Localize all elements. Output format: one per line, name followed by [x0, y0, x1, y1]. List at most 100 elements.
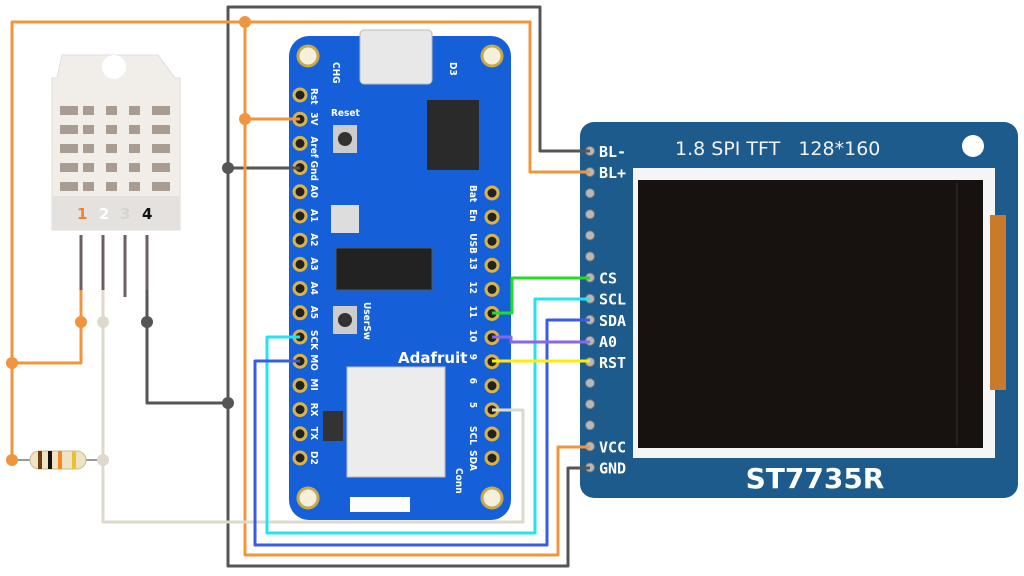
vent-slot: [129, 144, 140, 153]
pin-label: D2: [308, 451, 319, 465]
pin-label: 13: [467, 257, 478, 270]
pin-a2: [292, 232, 308, 248]
junction-dot: [6, 357, 18, 369]
tft-model: ST7735R: [746, 462, 885, 495]
wire-power-main: [10, 20, 590, 460]
vent-slot: [60, 182, 78, 191]
pin-label: A4: [308, 282, 319, 295]
tft-flex-cable: [990, 215, 1006, 390]
tft-pin-label: A0: [599, 333, 617, 351]
tft-pin: [585, 399, 595, 410]
mount-hole: [480, 486, 504, 510]
tft-screen: [638, 180, 983, 448]
vent-slot: [106, 182, 117, 191]
pin-scl: [484, 426, 500, 442]
label-chg: CHG: [330, 62, 341, 84]
pin-label: Rst: [308, 88, 319, 105]
sensor-pin-number-3: 3: [120, 205, 130, 223]
label-d3: D3: [447, 62, 458, 76]
tft-pin: [585, 420, 595, 431]
mount-hole: [480, 44, 504, 68]
antenna-connector: [350, 497, 410, 512]
pin-a4: [292, 281, 308, 297]
pin-label: 10: [467, 330, 478, 343]
pin-label: MO: [308, 354, 319, 371]
wire-scl: [265, 297, 590, 535]
pin-d2: [292, 450, 308, 466]
vent-slot: [83, 163, 94, 172]
sensor-label-strip: [52, 196, 180, 230]
pin-rx: [292, 402, 308, 418]
wire-data-sensor: [101, 290, 525, 524]
junction-dot: [141, 316, 153, 328]
battery-connector: [427, 100, 479, 170]
label-adafruit: Adafruit: [398, 349, 467, 367]
feather-board: CHG D3 Reset UserSw Adafruit Conn Rst 3V A…: [289, 29, 511, 520]
pin-label: MI: [308, 378, 319, 390]
vent-slot: [83, 182, 94, 191]
dht-sensor: 1 2 3 4: [51, 54, 181, 297]
vent-slot: [60, 125, 78, 134]
ble-module: [346, 366, 446, 478]
pin-a3: [292, 256, 308, 272]
reset-button-cap[interactable]: [338, 132, 352, 146]
label-reset: Reset: [331, 108, 360, 119]
wire-a0: [492, 335, 590, 344]
pin-label: A1: [308, 209, 319, 222]
sensor-pin-number-1: 1: [77, 205, 87, 223]
vent-slot: [106, 106, 117, 115]
tft-pin-label: BL-: [599, 143, 626, 161]
tft-pin: [585, 209, 595, 220]
junction-dot: [97, 454, 109, 466]
pin-label: 6: [467, 378, 478, 384]
pin-label: En: [467, 209, 478, 222]
pin-label: RX: [308, 403, 319, 417]
vent-slot: [152, 182, 170, 191]
junctions: [6, 16, 251, 466]
pin-label: SDA: [467, 450, 478, 471]
mount-hole: [296, 44, 320, 68]
sensor-mount-hole: [102, 55, 126, 79]
pin-aref: [292, 135, 308, 151]
pin-label: 12: [467, 281, 478, 294]
label-usersw: UserSw: [361, 302, 372, 340]
pin-label: A0: [308, 185, 319, 198]
pin-a0: [292, 184, 308, 200]
tft-pin-label: VCC: [599, 438, 626, 456]
pin-label: 3V: [308, 112, 319, 125]
vent-slot: [152, 125, 170, 134]
junction-dot: [222, 397, 234, 409]
pin-label: USB: [467, 233, 478, 254]
pin-label: 9: [467, 354, 478, 360]
pin-label: TX: [308, 427, 319, 440]
vent-slot: [60, 106, 78, 115]
pin-tx: [292, 426, 308, 442]
tft-pin-label: SCL: [599, 291, 626, 309]
wire-ground-main: [226, 5, 590, 568]
pin-label: Bat: [467, 185, 478, 203]
chip: [323, 411, 343, 441]
pin-label: SCK: [308, 330, 319, 351]
tft-pin: [585, 251, 595, 262]
label-conn: Conn: [453, 468, 464, 494]
usb-connector: [359, 29, 433, 85]
user-switch-cap[interactable]: [338, 313, 352, 327]
pin-13: [484, 257, 500, 273]
pin-label: 11: [467, 306, 478, 319]
vent-slot: [83, 106, 94, 115]
tft-pin: [585, 230, 595, 241]
sensor-pin-number-4: 4: [142, 205, 152, 223]
sensor-pins: [79, 235, 149, 297]
tft-pin-label: CS: [599, 270, 617, 288]
wire-ground-sensor: [145, 290, 228, 405]
vent-slot: [83, 125, 94, 134]
junction-dot: [75, 316, 87, 328]
pin-sda: [484, 450, 500, 466]
junction-dot: [222, 162, 234, 174]
sensor-pin-number-2: 2: [99, 205, 109, 223]
pin-label: A5: [308, 306, 319, 319]
wire-power-3v: [243, 22, 590, 557]
vent-slot: [152, 144, 170, 153]
